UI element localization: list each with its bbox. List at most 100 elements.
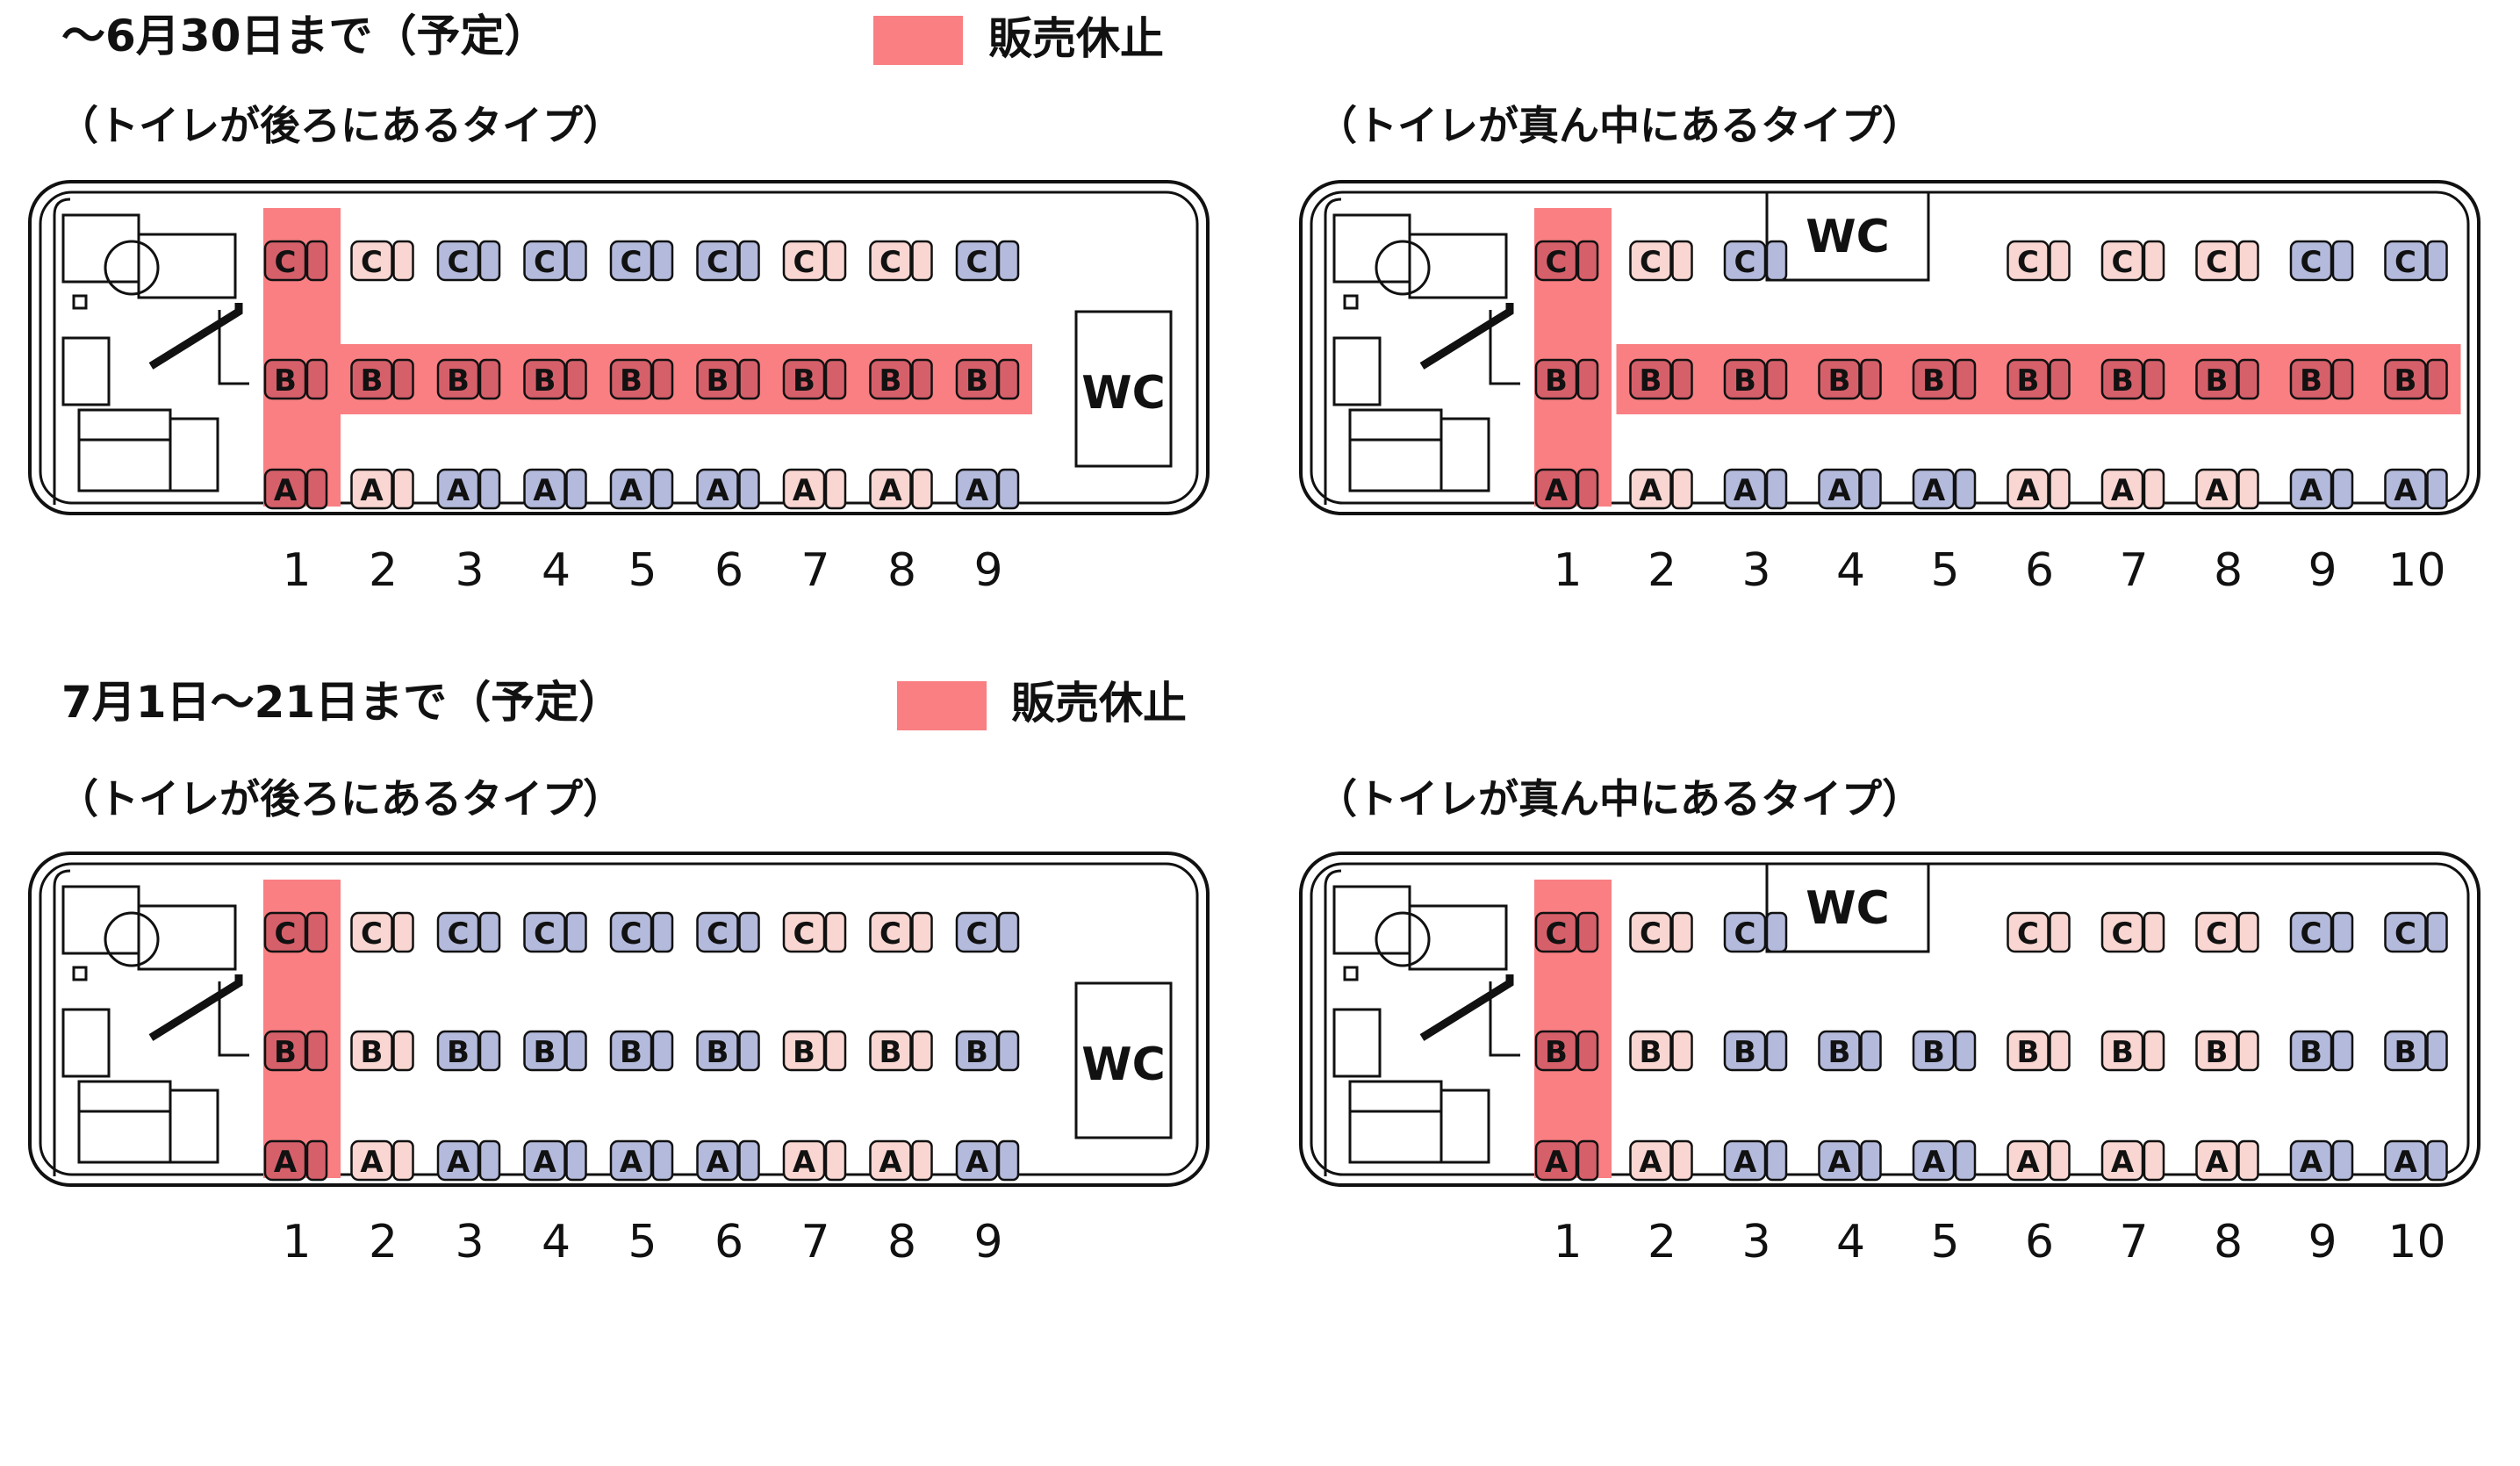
seat-armrest-A-5 — [651, 468, 674, 510]
seat-armrest-B-6 — [2049, 1030, 2071, 1072]
seat-letter-B-2: B — [361, 363, 384, 399]
seat-B-6 — [2007, 1030, 2050, 1072]
seat-armrest-C-4 — [565, 911, 587, 953]
seat-letter-A-2: A — [360, 473, 384, 508]
seat-armrest-A-4 — [565, 468, 587, 510]
row-number-9: 9 — [2308, 1216, 2337, 1268]
seat-armrest-B-2 — [392, 358, 414, 400]
seat-armrest-A-3 — [1765, 1139, 1788, 1182]
seat-armrest-A-2 — [392, 468, 414, 510]
seat-armrest-B-8 — [2237, 1030, 2259, 1072]
seat-A-6 — [2007, 468, 2050, 510]
seat-armrest-C-3 — [478, 911, 501, 953]
seat-armrest-C-5 — [651, 240, 674, 282]
seat-armrest-B-3 — [478, 1030, 501, 1072]
seat-B-8 — [869, 358, 912, 400]
seat-letter-A-3: A — [1734, 473, 1757, 508]
seat-armrest-C-9 — [997, 240, 1020, 282]
step-box — [77, 408, 172, 492]
seat-B-8 — [2195, 1030, 2238, 1072]
seat-letter-A-8: A — [2205, 1145, 2229, 1180]
seat-A-7 — [2100, 1139, 2144, 1182]
seat-letter-A-5: A — [620, 1145, 643, 1180]
row-number-1: 1 — [282, 544, 311, 597]
seat-letter-C-3: C — [448, 916, 470, 952]
seat-letter-C-3: C — [1734, 245, 1756, 280]
seat-armrest-B-7 — [2143, 1030, 2165, 1072]
seat-letter-C-6: C — [2017, 245, 2039, 280]
seat-letter-C-9: C — [966, 916, 988, 952]
seat-letter-B-3: B — [1734, 1035, 1756, 1070]
seat-C-3 — [436, 911, 480, 953]
seat-armrest-A-4 — [565, 1139, 587, 1182]
row-number-2: 2 — [1648, 544, 1676, 597]
seat-letter-B-3: B — [447, 363, 470, 399]
seat-A-7 — [782, 468, 826, 510]
row-number-6: 6 — [2025, 1216, 2054, 1268]
row-number-1: 1 — [1553, 544, 1582, 597]
dash-box — [61, 336, 111, 406]
door-handle — [148, 303, 243, 370]
seat-letter-C-9: C — [2301, 916, 2323, 952]
seat-armrest-C-9 — [997, 911, 1020, 953]
row-number-7: 7 — [801, 1216, 829, 1268]
wc-box — [1765, 862, 1930, 953]
seat-C-10 — [2384, 240, 2427, 282]
seat-A-9 — [2289, 468, 2333, 510]
seat-armrest-A-7 — [2143, 1139, 2165, 1182]
seat-A-1 — [263, 1139, 307, 1182]
seat-letter-B-5: B — [620, 363, 643, 399]
seat-letter-B-8: B — [2206, 363, 2229, 399]
seat-armrest-B-5 — [651, 358, 674, 400]
seat-A-9 — [955, 468, 999, 510]
seat-B-6 — [2007, 358, 2050, 400]
seat-armrest-B-7 — [2143, 358, 2165, 400]
seat-letter-A-9: A — [2300, 473, 2323, 508]
seat-B-2 — [1629, 358, 1672, 400]
console-box — [1343, 294, 1359, 310]
section-2-right-subtitle: （トイレが真ん中にあるタイプ） — [1317, 775, 1922, 823]
seat-armrest-A-9 — [2331, 468, 2354, 510]
seat-letter-A-2: A — [1639, 473, 1662, 508]
seat-A-2 — [1629, 1139, 1672, 1182]
seat-armrest-C-2 — [1671, 911, 1693, 953]
seat-letter-C-6: C — [707, 245, 729, 280]
wc-box — [1765, 190, 1930, 282]
seat-armrest-C-2 — [1671, 240, 1693, 282]
seat-C-7 — [2100, 240, 2144, 282]
seat-armrest-C-1 — [1576, 240, 1599, 282]
seat-armrest-B-1 — [1576, 358, 1599, 400]
row-number-4: 4 — [1836, 544, 1865, 597]
seat-A-10 — [2384, 1139, 2427, 1182]
door-handle — [1419, 974, 1514, 1041]
section-2-title: 7月1日〜21日まで（予定） — [61, 677, 623, 728]
seat-letter-B-5: B — [620, 1035, 643, 1070]
seat-letter-B-9: B — [966, 363, 988, 399]
seat-letter-B-5: B — [1922, 1035, 1945, 1070]
seat-A-5 — [1912, 468, 1956, 510]
row-number-4: 4 — [1836, 1216, 1865, 1268]
seat-letter-A-4: A — [533, 473, 556, 508]
seat-letter-A-3: A — [447, 473, 470, 508]
seat-armrest-A-4 — [1860, 1139, 1882, 1182]
seat-armrest-A-10 — [2426, 1139, 2448, 1182]
seat-letter-C-8: C — [879, 916, 901, 952]
row-number-3: 3 — [1741, 1216, 1770, 1268]
section-1-right-subtitle: （トイレが真ん中にあるタイプ） — [1317, 102, 1922, 149]
seat-letter-A-1: A — [274, 1145, 298, 1180]
seat-letter-C-7: C — [793, 916, 815, 952]
seat-A-8 — [2195, 468, 2238, 510]
row-number-7: 7 — [2119, 1216, 2148, 1268]
seat-B-9 — [2289, 1030, 2333, 1072]
seat-letter-B-4: B — [1828, 363, 1851, 399]
seat-letter-C-4: C — [534, 245, 556, 280]
seat-letter-A-6: A — [706, 1145, 729, 1180]
seat-letter-C-5: C — [621, 245, 643, 280]
seat-C-3 — [1723, 911, 1767, 953]
seat-armrest-C-5 — [651, 911, 674, 953]
seat-armrest-A-3 — [1765, 468, 1788, 510]
seat-B-1 — [1534, 1030, 1578, 1072]
seat-B-9 — [955, 1030, 999, 1072]
seat-armrest-C-8 — [2237, 911, 2259, 953]
